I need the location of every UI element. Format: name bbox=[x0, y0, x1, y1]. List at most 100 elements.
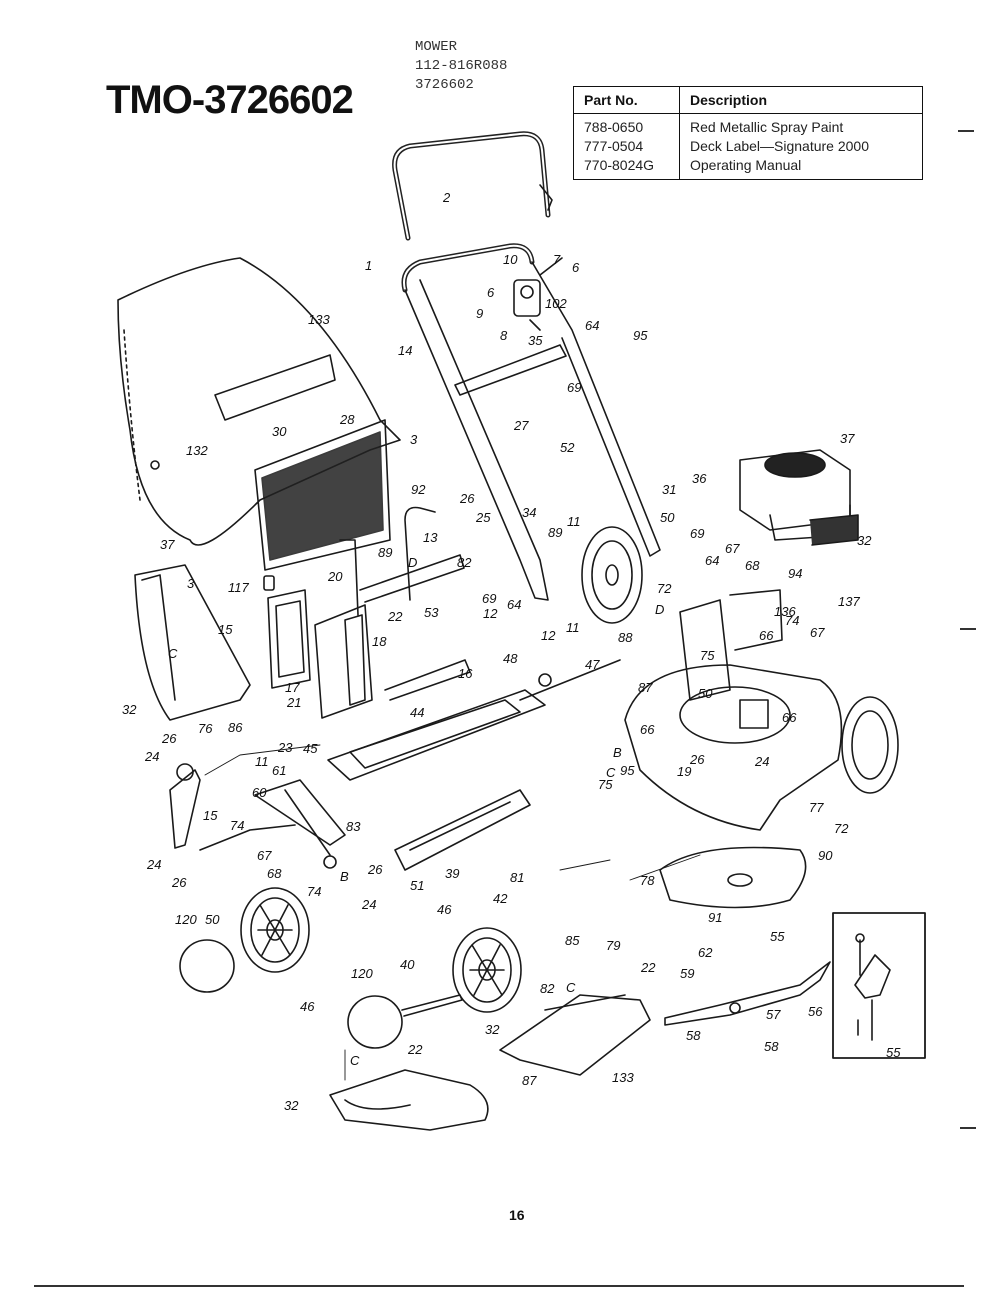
callout: 11 bbox=[566, 620, 580, 635]
callout: 120 bbox=[351, 966, 373, 981]
callout: 6 bbox=[572, 260, 580, 275]
callout: 90 bbox=[818, 848, 833, 863]
callout: 94 bbox=[788, 566, 802, 581]
part-number-cell: 777-0504 bbox=[573, 137, 680, 156]
callout: D bbox=[655, 602, 664, 617]
margin-mark bbox=[960, 628, 976, 630]
callout: B bbox=[613, 745, 622, 760]
callout: 3 bbox=[187, 576, 195, 591]
front-wheel-top bbox=[581, 526, 643, 624]
callout: 24 bbox=[361, 897, 376, 912]
rear-wheel-left bbox=[240, 887, 310, 973]
callout: 16 bbox=[458, 666, 473, 681]
callout: 12 bbox=[541, 628, 556, 643]
callout: 72 bbox=[657, 581, 672, 596]
side-discharge-chute bbox=[499, 994, 651, 1076]
column-header-part-no: Part No. bbox=[573, 86, 680, 114]
callout: 15 bbox=[203, 808, 218, 823]
callout: 9 bbox=[476, 306, 483, 321]
callout: 56 bbox=[808, 1004, 823, 1019]
callout: 74 bbox=[785, 613, 799, 628]
callout: 57 bbox=[766, 1007, 781, 1022]
callout: 60 bbox=[252, 785, 267, 800]
grass-catcher-bag bbox=[117, 257, 401, 571]
description-cell: Operating Manual bbox=[679, 156, 923, 180]
callout: 69 bbox=[482, 591, 496, 606]
callout: 82 bbox=[540, 981, 555, 996]
callout: 11 bbox=[255, 754, 269, 769]
callout: 34 bbox=[522, 505, 536, 520]
callout: 28 bbox=[339, 412, 355, 427]
callout: 95 bbox=[633, 328, 648, 343]
callout: 37 bbox=[160, 537, 175, 552]
callout: 69 bbox=[690, 526, 704, 541]
model-number: 112-816R088 bbox=[415, 58, 508, 74]
callout: 32 bbox=[284, 1098, 299, 1113]
callout: 53 bbox=[424, 605, 439, 620]
blade-baffle bbox=[659, 846, 807, 909]
table-row: 770-8024G Operating Manual bbox=[573, 156, 923, 180]
callout: 50 bbox=[698, 686, 713, 701]
callout: 50 bbox=[205, 912, 220, 927]
model-id: 3726602 bbox=[415, 77, 474, 93]
callout: 8 bbox=[500, 328, 508, 343]
callout: 24 bbox=[144, 749, 159, 764]
column-header-description: Description bbox=[679, 86, 923, 114]
model-type: MOWER bbox=[415, 39, 458, 55]
rear-axle-assembly bbox=[327, 659, 621, 871]
callout: 89 bbox=[378, 545, 392, 560]
callout: B bbox=[340, 869, 349, 884]
margin-mark bbox=[958, 130, 974, 132]
callout: 136 bbox=[774, 604, 796, 619]
callout: 66 bbox=[640, 722, 655, 737]
callout: 46 bbox=[300, 999, 315, 1014]
callout: 26 bbox=[689, 752, 705, 767]
callout: 91 bbox=[708, 910, 722, 925]
control-bracket bbox=[513, 257, 563, 331]
callout: 37 bbox=[840, 431, 855, 446]
parts-table-header: Part No. Description bbox=[573, 86, 923, 114]
callout: 89 bbox=[548, 525, 562, 540]
callout: 1 bbox=[365, 258, 372, 273]
callout: 31 bbox=[662, 482, 676, 497]
callout: 10 bbox=[503, 252, 518, 267]
description-cell: Deck Label—Signature 2000 bbox=[679, 137, 923, 156]
callout: 24 bbox=[754, 754, 769, 769]
callout: 81 bbox=[510, 870, 524, 885]
callout: 66 bbox=[782, 710, 797, 725]
callout: 87 bbox=[522, 1073, 537, 1088]
catcher-frame-assembly bbox=[263, 506, 471, 719]
callout: 35 bbox=[528, 333, 543, 348]
page-title: TMO-3726602 bbox=[106, 78, 354, 122]
callout: 40 bbox=[400, 957, 415, 972]
callout: 74 bbox=[307, 884, 321, 899]
callout: 27 bbox=[513, 418, 529, 433]
callout: 18 bbox=[372, 634, 387, 649]
rear-wheel-right bbox=[452, 927, 522, 1013]
front-wheel-right bbox=[841, 696, 899, 794]
callout: 86 bbox=[228, 720, 243, 735]
callout: 117 bbox=[228, 580, 249, 595]
callout: 26 bbox=[171, 875, 187, 890]
upper-handle bbox=[392, 131, 553, 241]
callout: 77 bbox=[809, 800, 824, 815]
callout: 67 bbox=[725, 541, 740, 556]
callout: 64 bbox=[507, 597, 521, 612]
callout: 32 bbox=[122, 702, 137, 717]
lower-handle bbox=[401, 243, 661, 601]
callout: 17 bbox=[285, 680, 300, 695]
bottom-rule bbox=[34, 1285, 964, 1287]
margin-mark bbox=[960, 1127, 976, 1129]
callout: 133 bbox=[612, 1070, 634, 1085]
callout-labels: 2 1 10 7 6 6 9 102 8 35 64 95 14 133 69 … bbox=[122, 190, 901, 1113]
callout: 59 bbox=[680, 966, 694, 981]
callout: 30 bbox=[272, 424, 287, 439]
callout: 45 bbox=[303, 741, 318, 756]
callout: C bbox=[168, 646, 178, 661]
callout: 14 bbox=[398, 343, 412, 358]
callout: 6 bbox=[487, 285, 495, 300]
callout: 67 bbox=[810, 625, 825, 640]
callout: 137 bbox=[838, 594, 860, 609]
mulching-plug bbox=[329, 1069, 489, 1131]
